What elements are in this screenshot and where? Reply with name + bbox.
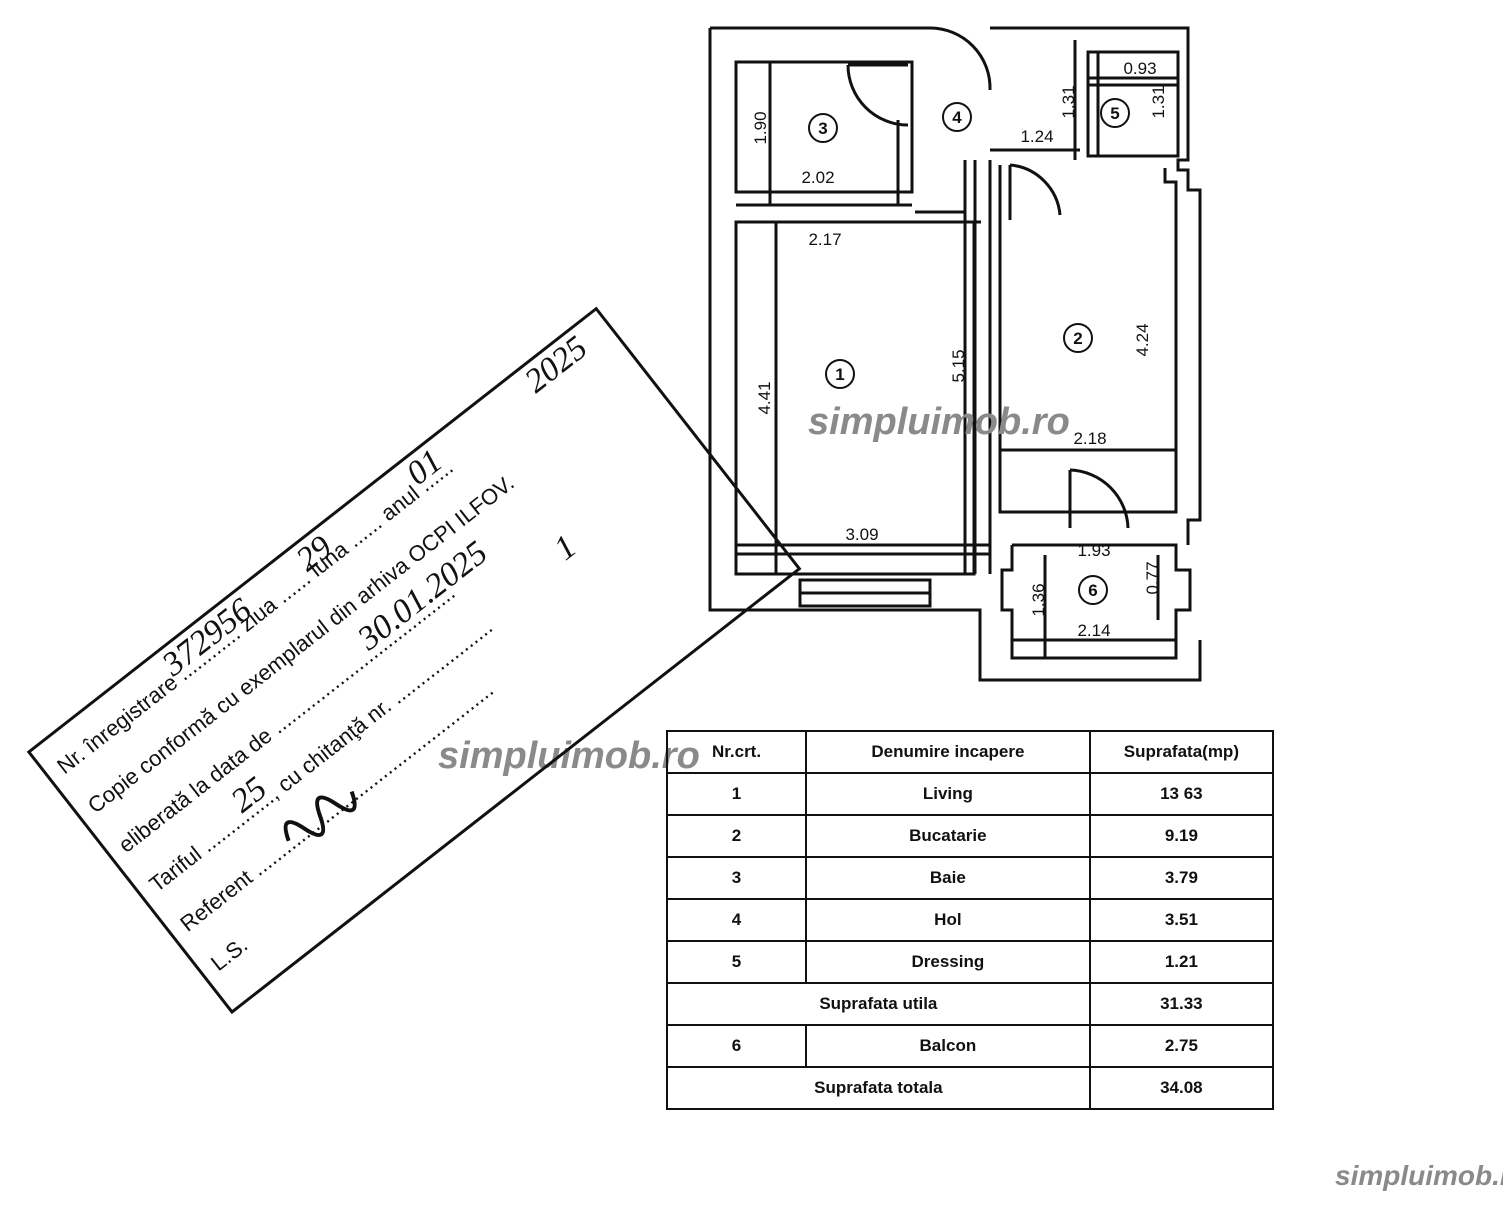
room-name: Living <box>805 772 1091 816</box>
room-name: Baie <box>805 856 1091 900</box>
subtotal-row: Suprafata utila 31.33 <box>666 982 1275 1026</box>
row-number: 3 <box>665 856 808 900</box>
subtotal-area: 31.33 <box>1088 982 1275 1026</box>
room-area: 13 63 <box>1088 772 1275 816</box>
dimension-label: 2.14 <box>1077 621 1110 640</box>
area-table: Nr.crt. Denumire incapere Suprafata(mp) … <box>665 730 1275 1110</box>
dimension-label: 1.24 <box>1020 127 1053 146</box>
total-row: Suprafata totala 34.08 <box>666 1066 1275 1110</box>
room-number-5: 5 <box>1110 104 1119 123</box>
dimension-label: 2.18 <box>1073 429 1106 448</box>
room-area: 9.19 <box>1088 814 1275 858</box>
column-header: Nr.crt. <box>665 730 808 774</box>
row-number: 5 <box>665 940 808 984</box>
row-number: 2 <box>665 814 808 858</box>
watermark: simpluimob.ro <box>438 735 700 777</box>
room-area: 3.79 <box>1088 856 1275 900</box>
dimension-label: 3.09 <box>845 525 878 544</box>
dimension-label: 1.31 <box>1149 85 1168 118</box>
room-number-1: 1 <box>835 365 844 384</box>
dimension-label: 0.93 <box>1123 59 1156 78</box>
row-number: 1 <box>665 772 808 816</box>
subtotal-label: Suprafata utila <box>666 982 1091 1026</box>
room-number-3: 3 <box>818 119 827 138</box>
dimension-label: 4.41 <box>755 381 774 414</box>
room-name: Dressing <box>805 940 1091 984</box>
dimension-label: 4.24 <box>1133 323 1152 356</box>
dimension-label: 1.36 <box>1029 583 1048 616</box>
room-area: 1.21 <box>1088 940 1275 984</box>
signature-scribble <box>283 790 357 842</box>
dimension-label: 2.17 <box>808 230 841 249</box>
room-name: Hol <box>805 898 1091 942</box>
room-number-4: 4 <box>952 108 962 127</box>
room-name: Balcon <box>805 1024 1091 1068</box>
room-markers: 1 2 3 4 5 6 <box>808 98 1130 605</box>
room-area: 2.75 <box>1088 1024 1275 1068</box>
table-row: 1 Living 13 63 <box>665 772 1275 816</box>
watermark: simpluimob.ro <box>1335 1160 1503 1191</box>
room-area: 3.51 <box>1088 898 1275 942</box>
dimension-label: 1.31 <box>1059 85 1078 118</box>
watermark: simpluimob.ro <box>808 401 1070 443</box>
dimension-label: 0.77 <box>1143 561 1162 594</box>
stamp-line-ls: L.S. <box>206 932 252 976</box>
column-header: Suprafata(mp) <box>1088 730 1275 774</box>
table-row: 2 Bucatarie 9.19 <box>665 814 1275 858</box>
row-number: 6 <box>665 1024 808 1068</box>
dimension-label: 1.90 <box>751 111 770 144</box>
table-row: 5 Dressing 1.21 <box>665 940 1275 984</box>
dimension-label: 1.93 <box>1077 541 1110 560</box>
plan-walls <box>708 26 1202 682</box>
dimension-label: 2.02 <box>801 168 834 187</box>
table-row: 6 Balcon 2.75 <box>665 1024 1275 1068</box>
column-header: Denumire incapere <box>805 730 1091 774</box>
table-row: 3 Baie 3.79 <box>665 856 1275 900</box>
room-number-6: 6 <box>1088 581 1097 600</box>
row-number: 4 <box>665 898 808 942</box>
table-header-row: Nr.crt. Denumire incapere Suprafata(mp) <box>665 730 1275 774</box>
total-area: 34.08 <box>1088 1066 1275 1110</box>
room-number-2: 2 <box>1073 329 1082 348</box>
dimension-labels: 1.90 2.02 2.17 4.41 5.15 3.09 1.24 0.93 … <box>751 59 1168 640</box>
room-name: Bucatarie <box>805 814 1091 858</box>
total-label: Suprafata totala <box>666 1066 1091 1110</box>
handwritten-receipt: 1 <box>547 528 583 568</box>
dimension-label: 5.15 <box>949 349 968 382</box>
table-row: 4 Hol 3.51 <box>665 898 1275 942</box>
